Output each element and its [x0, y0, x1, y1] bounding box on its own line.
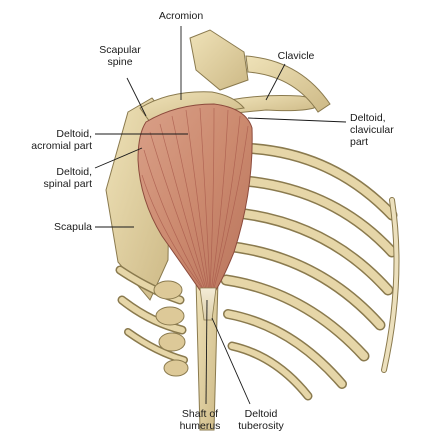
label-scapular-spine-line2: spine: [107, 56, 133, 68]
label-deltoid-acromial-line1: Deltoid,: [56, 128, 92, 140]
label-deltoid-clavicular: Deltoid, clavicular part: [350, 112, 420, 148]
label-acromion-text: Acromion: [158, 10, 204, 22]
posterior-ribs: [115, 265, 188, 364]
label-scapular-spine-line1: Scapular: [99, 44, 141, 56]
upper-rib: [245, 55, 331, 113]
clavicle-bone: [227, 95, 316, 115]
label-deltoid-tuberosity-line2: tuberosity: [238, 420, 284, 432]
label-acromion: Acromion: [152, 10, 210, 22]
label-deltoid-tuberosity-line1: Deltoid: [244, 408, 278, 420]
vertebrae: [153, 280, 189, 377]
label-deltoid-acromial-line2: acromial part: [31, 140, 92, 152]
label-clavicle: Clavicle: [268, 50, 324, 62]
label-scapula: Scapula: [6, 221, 92, 233]
label-deltoid-acromial: Deltoid, acromial part: [6, 128, 92, 152]
deltoid-muscle: [137, 103, 253, 297]
label-deltoid-clavicular-line2: clavicular: [350, 124, 394, 136]
label-clavicle-text: Clavicle: [277, 50, 315, 62]
label-deltoid-spinal-line2: spinal part: [43, 178, 92, 190]
leader-lines: [94, 26, 347, 405]
label-shaft-of-humerus-line1: Shaft of: [181, 408, 219, 420]
deltoid-fibers: [141, 107, 249, 293]
label-scapular-spine: Scapular spine: [90, 44, 150, 68]
label-deltoid-spinal: Deltoid, spinal part: [6, 166, 92, 190]
label-deltoid-spinal-line1: Deltoid,: [56, 166, 92, 178]
label-shaft-of-humerus-line2: humerus: [179, 420, 221, 432]
rib-cage: [220, 142, 400, 401]
label-deltoid-clavicular-line3: part: [350, 136, 369, 148]
label-scapula-text: Scapula: [54, 221, 92, 233]
label-shaft-of-humerus: Shaft of humerus: [172, 408, 228, 432]
cervical-structure: [189, 29, 249, 91]
deltoid-tendon: [199, 287, 217, 321]
label-deltoid-tuberosity: Deltoid tuberosity: [228, 408, 294, 432]
label-deltoid-clavicular-line1: Deltoid,: [350, 112, 386, 124]
